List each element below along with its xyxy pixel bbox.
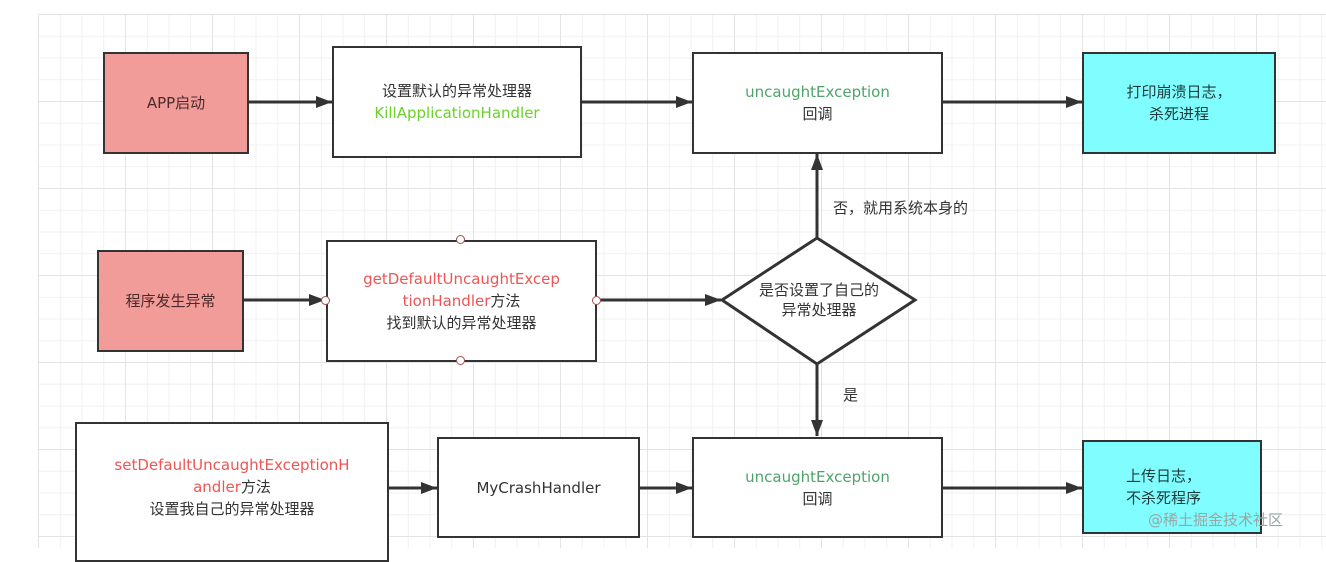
node-upload-log[interactable]: 上传日志， 不杀死程序 xyxy=(1082,440,1262,534)
port-top[interactable] xyxy=(456,235,465,244)
edge-label-no: 否，就用系统本身的 xyxy=(833,199,969,217)
watermark: @稀土掘金技术社区 xyxy=(1148,511,1284,529)
uncaught-top-suffix: 回调 xyxy=(802,105,833,123)
decision-label: 是否设置了自己的 异常处理器 xyxy=(722,280,916,320)
uncaught-top-method: uncaughtException xyxy=(745,83,890,101)
uncaught-bottom-suffix: 回调 xyxy=(802,489,833,508)
set-custom-method-part2: andler xyxy=(193,478,241,496)
uncaught-bottom-method: uncaughtException xyxy=(745,467,890,486)
edge-label-yes: 是 xyxy=(843,386,859,404)
set-custom-method-suffix: 方法 xyxy=(240,478,271,496)
set-custom-line3: 设置我自己的异常处理器 xyxy=(149,500,315,518)
node-uncaught-exception-bottom[interactable]: uncaughtException 回调 xyxy=(692,437,943,538)
print-crash-line2: 杀死进程 xyxy=(1148,105,1209,123)
connectors xyxy=(243,96,1082,494)
decision-diamond[interactable] xyxy=(719,236,918,366)
port-right[interactable] xyxy=(592,296,601,305)
port-bottom[interactable] xyxy=(456,356,465,365)
print-crash-line1: 打印崩溃日志， xyxy=(1126,83,1232,101)
node-set-default-handler[interactable]: 设置默认的异常处理器 KillApplicationHandler xyxy=(332,46,582,158)
set-custom-method-part1: setDefaultUncaughtExceptionH xyxy=(114,456,350,474)
node-exception-occurs-label: 程序发生异常 xyxy=(125,292,216,310)
port-left[interactable] xyxy=(321,296,330,305)
decision-line1: 是否设置了自己的 xyxy=(758,281,879,299)
upload-log-line1: 上传日志， xyxy=(1126,467,1202,485)
node-get-default-handler[interactable]: getDefaultUncaughtExcep tionHandler方法 找到… xyxy=(326,240,597,362)
node-app-start[interactable]: APP启动 xyxy=(103,52,249,154)
set-default-classname: KillApplicationHandler xyxy=(374,104,540,122)
get-default-method-suffix: 方法 xyxy=(490,292,521,310)
node-print-crash-log[interactable]: 打印崩溃日志， 杀死进程 xyxy=(1082,52,1276,154)
node-set-custom-handler[interactable]: setDefaultUncaughtExceptionH andler方法 设置… xyxy=(75,422,389,562)
get-default-line3: 找到默认的异常处理器 xyxy=(386,314,537,332)
node-uncaught-exception-top[interactable]: uncaughtException 回调 xyxy=(692,52,943,154)
get-default-method-part2: tionHandler xyxy=(402,292,491,310)
node-my-crash-handler-label: MyCrashHandler xyxy=(476,478,601,497)
decision-line2: 异常处理器 xyxy=(781,301,857,319)
node-exception-occurs[interactable]: 程序发生异常 xyxy=(97,250,244,352)
node-my-crash-handler[interactable]: MyCrashHandler xyxy=(437,437,640,538)
node-app-start-label: APP启动 xyxy=(146,94,206,112)
set-default-line1: 设置默认的异常处理器 xyxy=(381,82,532,100)
upload-log-line2: 不杀死程序 xyxy=(1126,489,1202,507)
get-default-method-part1: getDefaultUncaughtExcep xyxy=(363,270,560,288)
